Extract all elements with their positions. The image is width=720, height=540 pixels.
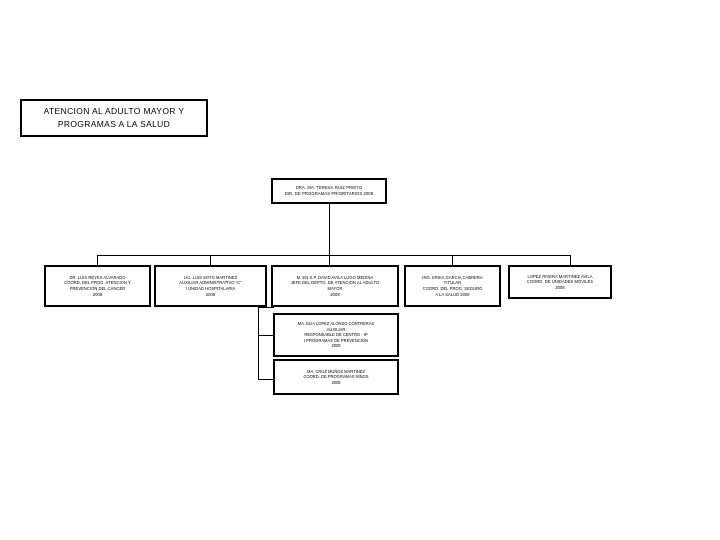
connector-stem-leaf-3 bbox=[329, 245, 330, 265]
org-node-sub-1-line-1: MA. ELIA LOPEZ ALONSO CONTRERAS bbox=[297, 321, 375, 327]
chart-title-line-1: ATENCION AL ADULTO MAYOR Y bbox=[43, 106, 185, 116]
org-node-leaf-1-line-4: 2008 bbox=[92, 291, 103, 297]
org-node-sub-2-line-1: MA. CRUZ MUÑOZ MARTINEZ bbox=[307, 368, 365, 374]
org-node-leaf-4-line-3: COORD. DEL PROG. SEGURO bbox=[422, 286, 483, 291]
org-node-leaf-2-line-1: LIC. LUIS SOTO MARTINEZ bbox=[183, 274, 238, 280]
org-node-root-line-1: DRA. MA. TERESA RUIZ PRIETO bbox=[295, 185, 363, 190]
connector-stem-leaf-4 bbox=[452, 255, 453, 265]
connector-stem-leaf-1 bbox=[97, 255, 98, 265]
org-node-leaf-4-line-2: TITULAR bbox=[443, 280, 462, 286]
org-node-leaf-3-line-3: MAYOR bbox=[327, 286, 343, 291]
org-node-leaf-2-line-2: AUXILIAR ADMINISTRATIVO "C" bbox=[179, 280, 242, 286]
org-node-leaf-3-line-4: 2008 bbox=[330, 291, 340, 297]
org-node-leaf-2-line-4: 2008 bbox=[205, 291, 216, 297]
org-node-leaf-1-line-3: PREVENCION DEL CANCER bbox=[69, 286, 126, 291]
org-node-leaf-2-line-3: I UNIDAD HOSPITALARIA bbox=[185, 286, 236, 291]
org-node-root-line-2: DIR. DE PROGRAMAS PRIORITARIOS 2008 bbox=[284, 191, 374, 196]
org-node-sub-1-line-3: RESPONSABLE DE CENTRO - IP bbox=[304, 332, 368, 338]
org-node-root[interactable]: DRA. MA. TERESA RUIZ PRIETO DIR. DE PROG… bbox=[271, 178, 387, 204]
org-node-leaf-4-line-1: ING. ERIKA GARCIA CABRERA bbox=[422, 274, 483, 280]
org-node-leaf-2[interactable]: LIC. LUIS SOTO MARTINEZ AUXILIAR ADMINIS… bbox=[154, 265, 267, 307]
connector-elbow-trunk bbox=[258, 307, 259, 380]
org-node-leaf-5-line-3: 2008 bbox=[555, 284, 565, 290]
org-node-sub-1-line-2: AUXILIAR bbox=[326, 326, 346, 332]
org-node-sub-2-line-2: COORD. DE PROGRAMAS NIÑOS bbox=[303, 374, 369, 380]
connector-elbow-branch-1 bbox=[258, 335, 274, 336]
org-node-leaf-1[interactable]: DR. LUIS REYES ALVARADO COORD. DEL PROG.… bbox=[44, 265, 151, 307]
org-node-sub-1-line-5: 2008 bbox=[331, 343, 341, 349]
org-node-leaf-1-line-2: COORD. DEL PROG. ATENCION Y bbox=[64, 280, 131, 286]
connector-stem-leaf-5 bbox=[570, 255, 571, 265]
org-node-sub-1-line-4: I PROGRAMAS DE PREVENCION bbox=[304, 337, 368, 343]
chart-title-line-2: PROGRAMAS A LA SALUD bbox=[57, 119, 171, 129]
connector-stem-leaf-2 bbox=[210, 255, 211, 265]
chart-title-box: ATENCION AL ADULTO MAYOR Y PROGRAMAS A L… bbox=[20, 99, 208, 137]
connector-root-stem bbox=[329, 204, 330, 256]
org-node-leaf-1-line-1: DR. LUIS REYES ALVARADO bbox=[69, 274, 126, 280]
org-node-leaf-4[interactable]: ING. ERIKA GARCIA CABRERA TITULAR COORD.… bbox=[404, 265, 501, 307]
org-node-leaf-5-line-1: LOPEZ RIVERA MARTINEZ AVILA bbox=[527, 273, 593, 279]
org-node-sub-2[interactable]: MA. CRUZ MUÑOZ MARTINEZ COORD. DE PROGRA… bbox=[273, 359, 399, 395]
connector-elbow-top bbox=[258, 307, 274, 308]
org-node-leaf-3-line-2: JEFE DEL DEPTO. DE ATENCION AL ADULTO bbox=[290, 280, 380, 286]
connector-bus-bar bbox=[97, 255, 570, 256]
org-node-sub-2-line-3: 2008 bbox=[331, 379, 341, 385]
org-node-leaf-5[interactable]: LOPEZ RIVERA MARTINEZ AVILA COORD. DE UN… bbox=[508, 265, 612, 299]
org-node-leaf-4-line-4: A LA SALUD 2008 bbox=[435, 291, 470, 297]
org-node-leaf-3-line-1: M. EN S.P. DAVID AVILA LUGO MEDINA bbox=[296, 274, 374, 280]
connector-elbow-branch-2 bbox=[258, 379, 274, 380]
org-node-leaf-5-line-2: COORD. DE UNIDADES MOVILES bbox=[526, 279, 594, 285]
org-node-leaf-3[interactable]: M. EN S.P. DAVID AVILA LUGO MEDINA JEFE … bbox=[271, 265, 399, 307]
org-node-sub-1[interactable]: MA. ELIA LOPEZ ALONSO CONTRERAS AUXILIAR… bbox=[273, 313, 399, 357]
